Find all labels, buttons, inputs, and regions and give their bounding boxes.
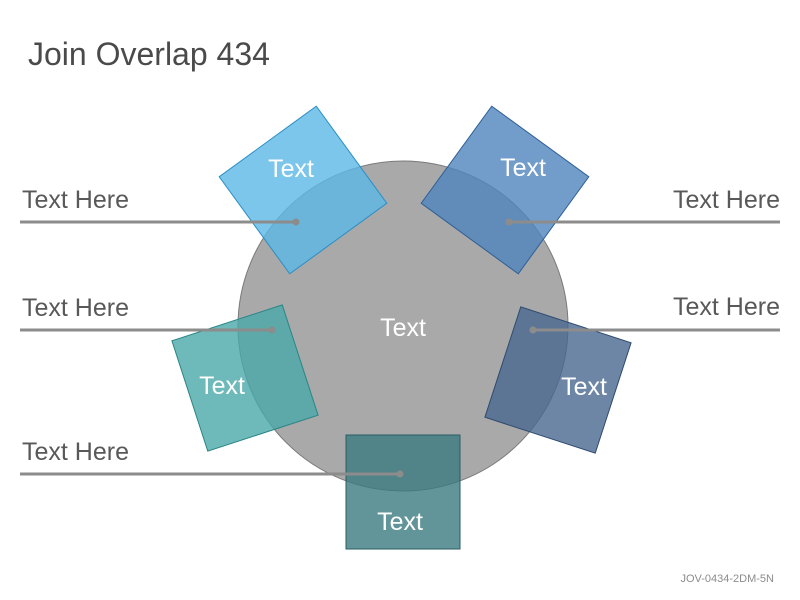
callout-label-left-mid: Text Here xyxy=(22,294,129,322)
square-label: Text xyxy=(500,154,546,182)
callout-label-right-top: Text Here xyxy=(673,186,780,214)
callout-label-right-mid: Text Here xyxy=(673,293,780,321)
square-label: Text xyxy=(561,373,607,401)
square-mid-left xyxy=(171,304,319,452)
square-label: Text xyxy=(199,372,245,400)
center-label: Text xyxy=(380,314,426,342)
callout-dot xyxy=(529,326,537,334)
page-title: Join Overlap 434 xyxy=(28,36,270,72)
callout-dot xyxy=(268,326,276,334)
callout-label-left-bottom: Text Here xyxy=(22,438,129,466)
square-top-left xyxy=(218,105,388,275)
footer-code: JOV-0434-2DM-5N xyxy=(680,573,774,585)
square-label: Text xyxy=(377,508,423,536)
square-top-right xyxy=(420,105,590,275)
callout-dot xyxy=(292,218,300,226)
callout-dot xyxy=(505,218,513,226)
square-label: Text xyxy=(268,155,314,183)
callout-dot xyxy=(396,470,404,478)
square-bottom xyxy=(345,434,461,550)
callout-label-left-top: Text Here xyxy=(22,186,129,214)
square-mid-right xyxy=(484,306,632,454)
